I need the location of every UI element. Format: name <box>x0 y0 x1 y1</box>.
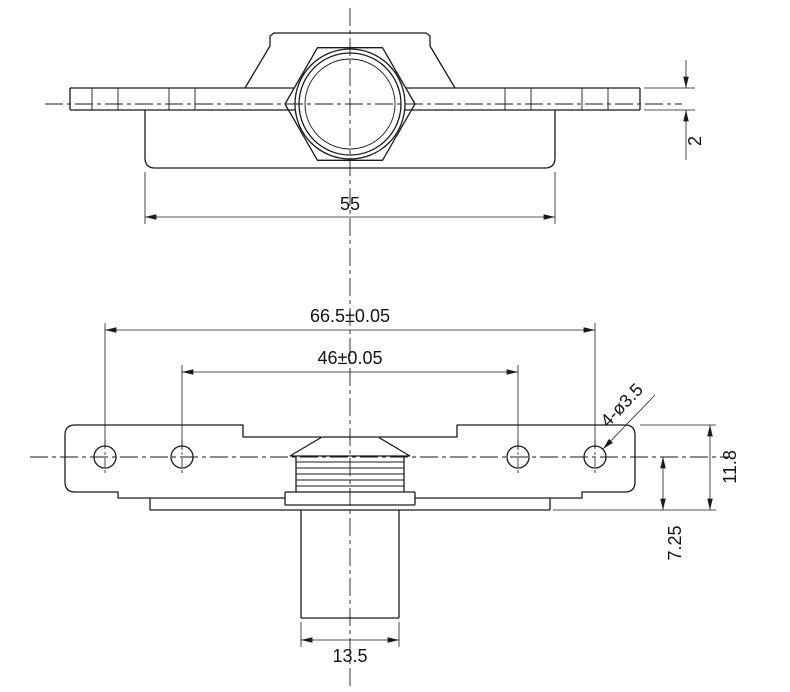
dim-stem-width: 13.5 <box>332 646 367 666</box>
dim-center-to-base: 7.25 <box>665 525 685 560</box>
dim-hole-span-inner: 46±0.05 <box>318 348 383 368</box>
dim-flange-thickness: 2 <box>685 136 705 146</box>
front-view-outline <box>69 32 641 169</box>
dim-body-width: 55 <box>340 194 360 214</box>
dimensions: 55 2 66.5±0.05 46±0.05 4-ø3.5 11.8 7.25 … <box>104 60 740 666</box>
dim-overall-height: 11.8 <box>720 450 740 484</box>
dim-holes-callout: 4-ø3.5 <box>596 379 647 430</box>
dim-hole-span-outer: 66.5±0.05 <box>310 306 390 326</box>
